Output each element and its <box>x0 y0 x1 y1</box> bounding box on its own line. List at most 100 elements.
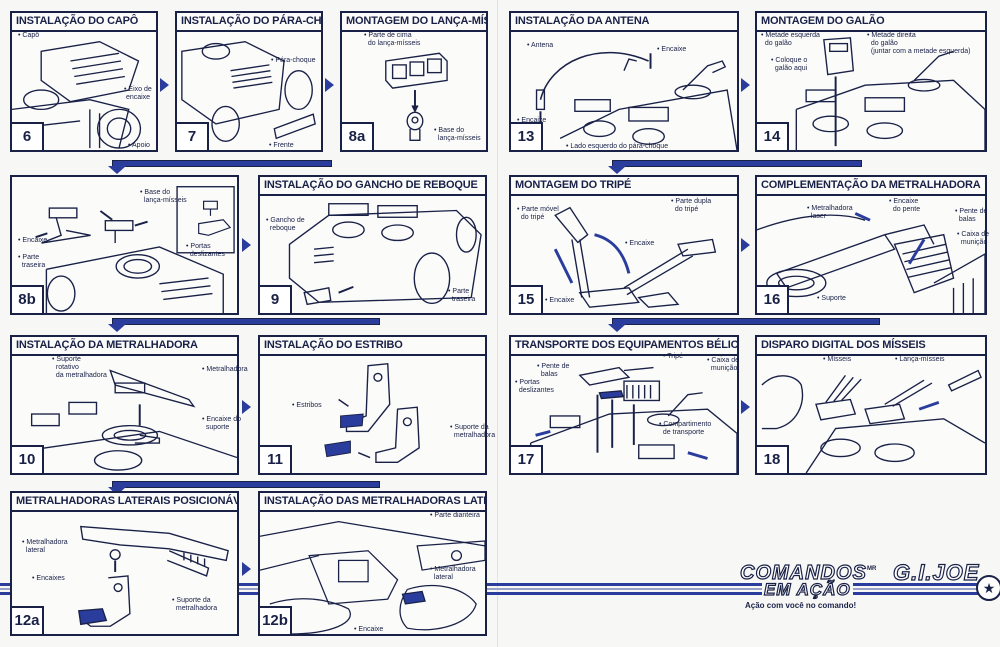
step-title: DISPARO DIGITAL DOS MÍSSEIS <box>757 337 985 356</box>
callout-label: • Portas deslizantes <box>515 379 554 394</box>
callout-label: • Encaixe do pente <box>889 198 921 213</box>
flow-arrow-right <box>741 78 750 92</box>
decor-stripe <box>0 588 1000 590</box>
step-title: INSTALAÇÃO DO PÁRA-CHOQUE <box>177 13 321 32</box>
callout-label: • Capô <box>18 32 40 39</box>
callout-label: • Caixa de munição <box>957 231 990 246</box>
tripod-assembly-illustration <box>511 196 737 313</box>
callout-label: • Parte traseira <box>18 254 46 269</box>
callout-label: • Encaixe <box>18 237 48 244</box>
step-panel-16: COMPLEMENTAÇÃO DA METRALHADORA • Metralh… <box>755 175 990 315</box>
callout-label: • Coloque o galão aqui <box>771 57 808 72</box>
flow-arrow-right <box>242 562 251 576</box>
flow-ribbon <box>112 481 380 488</box>
step-panel-14: MONTAGEM DO GALÃO • Metade esquerda do g… <box>755 11 987 152</box>
step-title: INSTALAÇÃO DAS METRALHADORAS LATERAIS <box>260 493 485 512</box>
callout-label: • Encaixe <box>354 626 384 633</box>
callout-label: • Estribos <box>292 402 322 409</box>
flow-arrow-down <box>108 166 126 174</box>
step-title: INSTALAÇÃO DA METRALHADORA <box>12 337 237 356</box>
step-title: MONTAGEM DO LANÇA-MÍSSEIS <box>342 13 486 32</box>
callout-label: • Eixo de encaixe <box>124 86 152 101</box>
callout-label: • Suporte rotativo da metralhadora <box>52 356 107 379</box>
machine-gun-installation-illustration <box>12 356 237 473</box>
callout-label: • Lança-mísseis <box>895 356 945 363</box>
decor-stripe <box>0 592 1000 595</box>
launcher-mount-illustration <box>12 177 237 313</box>
step-panel-18: DISPARO DIGITAL DOS MÍSSEIS • Mísseis • … <box>755 335 987 475</box>
callout-label: • Metralhadora <box>202 366 248 373</box>
decor-stripe <box>0 583 1000 586</box>
step-title: INSTALAÇÃO DA ANTENA <box>511 13 737 32</box>
callout-label: • Suporte <box>817 295 846 302</box>
callout-label: • Pente de balas <box>955 208 988 223</box>
step-title: MONTAGEM DO GALÃO <box>757 13 985 32</box>
step-number: 6 <box>10 122 44 152</box>
callout-label: • Antena <box>527 42 554 49</box>
step-title: INSTALAÇÃO DO GANCHO DE REBOQUE <box>260 177 485 196</box>
callout-label: • Suporte da metralhadora <box>450 424 496 439</box>
flow-arrow-down <box>608 324 626 332</box>
callout-label: • Metade direita do galão (juntar com a … <box>867 32 971 55</box>
missile-firing-illustration <box>757 356 985 473</box>
callout-label: • Encaixe <box>545 297 575 304</box>
page-fold <box>497 0 498 647</box>
callout-label: • Compartimento de transporte <box>659 421 712 436</box>
callout-label: • Encaixe <box>517 117 547 124</box>
step-panel-17: TRANSPORTE DOS EQUIPAMENTOS BÉLICOS <box>509 335 739 475</box>
callout-label: • Parte traseira <box>448 288 476 303</box>
step-panel-8b: • Base do lança-mísseis • Encaixe • Part… <box>10 175 239 315</box>
gijoe-logo: G.I.JOE <box>892 559 980 585</box>
flow-arrow-right <box>741 400 750 414</box>
step-title: METRALHADORAS LATERAIS POSICIONÁVEIS <box>12 493 237 512</box>
step-number: 11 <box>258 445 292 475</box>
callout-label: • Gancho de reboque <box>266 217 305 232</box>
tagline: Ação com você no comando! <box>745 601 857 610</box>
callout-label: • Portas deslizantes <box>186 243 225 258</box>
bumper-installation-illustration <box>177 32 321 150</box>
callout-label: • Metade esquerda do galão <box>761 32 820 47</box>
step-number: 14 <box>755 122 789 152</box>
step-number: 17 <box>509 445 543 475</box>
step-number: 8b <box>10 285 44 315</box>
callout-label: • Encaixes <box>32 575 65 582</box>
flow-ribbon <box>612 318 880 325</box>
callout-label: • Frente <box>269 142 294 149</box>
step-title: INSTALAÇÃO DO ESTRIBO <box>260 337 485 356</box>
trademark-mark: MR <box>867 566 877 572</box>
callout-label: • Parte de cima do lança-mísseis <box>364 32 421 47</box>
callout-label: • Parte dupla do tripé <box>671 198 712 213</box>
side-gun-mounting-illustration <box>260 512 485 634</box>
flow-arrow-down <box>108 324 126 332</box>
step-number: 12a <box>10 606 44 636</box>
callout-label: • Encaixe <box>657 46 687 53</box>
brand-name-line2: EM AÇÃO <box>762 579 853 600</box>
step-title: MONTAGEM DO TRIPÉ <box>511 177 737 196</box>
step-panel-11: INSTALAÇÃO DO ESTRIBO • Estribos • Supor… <box>258 335 495 475</box>
callout-label: • Mísseis <box>823 356 852 363</box>
flow-arrow-right <box>242 400 251 414</box>
step-number: 15 <box>509 285 543 315</box>
step-panel-15: MONTAGEM DO TRIPÉ • Parte móvel do tripé… <box>509 175 739 315</box>
callout-label: • Suporte da metralhadora <box>172 597 218 612</box>
callout-label: • Metralhadora lateral <box>22 539 68 554</box>
callout-label: • Encaixe <box>625 240 655 247</box>
brand-name-line1: COMANDOS <box>739 561 867 584</box>
flow-ribbon <box>112 160 332 167</box>
callout-label: • Base do lança-mísseis <box>140 189 187 204</box>
step-panel-13: INSTALAÇÃO DA ANTENA • Antena • Encaixe … <box>509 11 739 152</box>
step-panel-6: INSTALAÇÃO DO CAPÔ • Capô • Eixo de enca… <box>10 11 158 152</box>
tow-hook-installation-illustration <box>260 196 485 313</box>
missile-launcher-assembly-illustration <box>342 32 486 150</box>
step-panel-12a: METRALHADORAS LATERAIS POSICIONÁVEIS • M… <box>10 491 239 636</box>
flow-arrow-right <box>741 238 750 252</box>
callout-label: • Encaixe do suporte <box>202 416 242 431</box>
step-panel-9: INSTALAÇÃO DO GANCHO DE REBOQUE • Gancho… <box>258 175 487 315</box>
callout-label: • Base do lança-mísseis <box>434 127 481 142</box>
flow-arrow-down <box>608 166 626 174</box>
step-installation-illustration <box>260 356 485 473</box>
callout-label: • Metralhadora laser <box>807 205 853 220</box>
step-number: 9 <box>258 285 292 315</box>
step-number: 7 <box>175 122 209 152</box>
callout-label: • Caixa de munição <box>707 357 740 372</box>
